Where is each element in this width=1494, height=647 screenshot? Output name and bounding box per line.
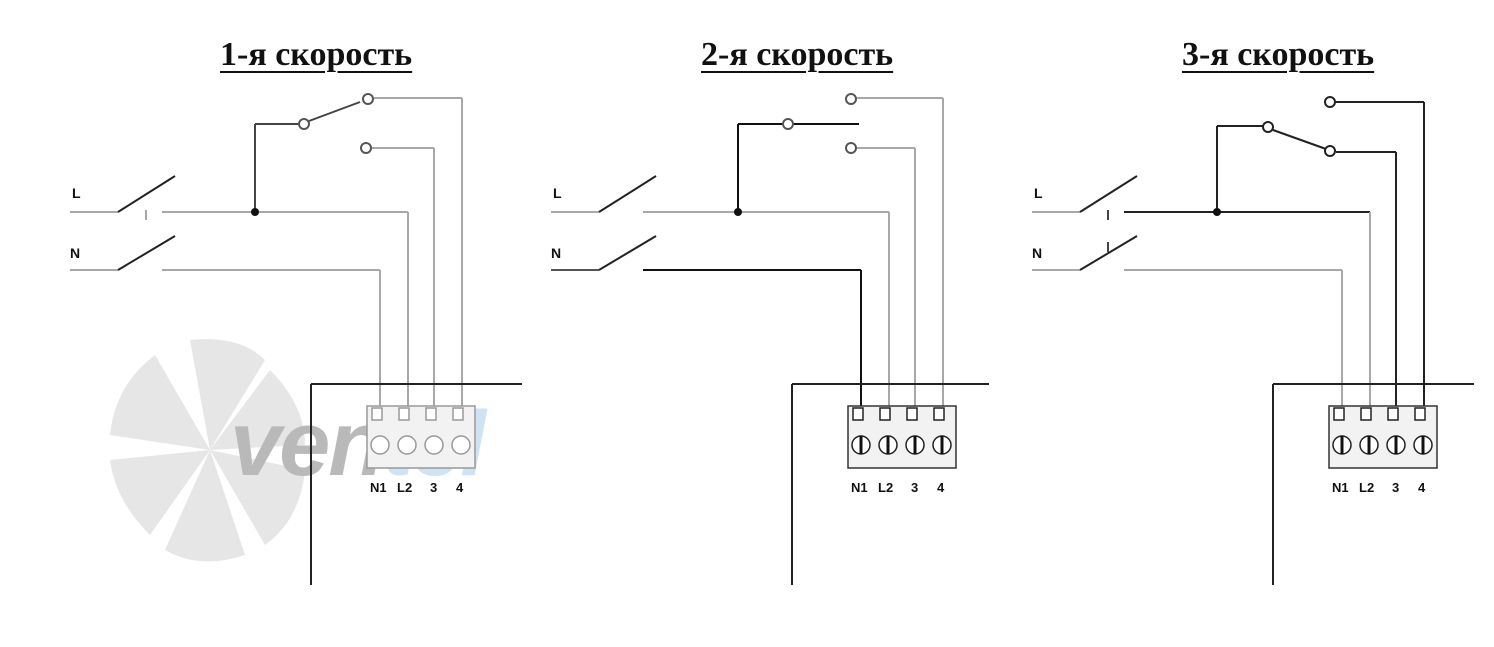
- line-switch-blade: [117, 175, 176, 213]
- label-l: L: [72, 185, 81, 201]
- panel-speed-1: 1-я скорость: [0, 0, 522, 647]
- label-l: L: [553, 185, 562, 201]
- terminal-label: 3: [430, 480, 437, 495]
- panel-speed-2: 2-я скорость L N: [481, 0, 989, 647]
- terminal-label: N1: [851, 480, 868, 495]
- terminal-label: L2: [1359, 480, 1374, 495]
- panel-speed-3: 3-я скорость L N: [962, 0, 1474, 647]
- wiring-diagram-2: L N N1 L2 3 4: [551, 93, 989, 585]
- panel-title: 2-я скорость: [701, 36, 894, 73]
- terminal-label: 4: [1418, 480, 1426, 495]
- junction-dot: [251, 208, 259, 216]
- label-n: N: [551, 245, 561, 261]
- terminal-label: 3: [911, 480, 918, 495]
- terminal-label: L2: [397, 480, 412, 495]
- terminal-label: L2: [878, 480, 893, 495]
- selector-blade: [308, 101, 361, 122]
- wiring-diagram-1: L N N1 L2 3 4: [70, 93, 522, 585]
- label-n: N: [1032, 245, 1042, 261]
- selector-blade: [1272, 129, 1327, 150]
- terminal-block: [366, 405, 476, 469]
- terminal-label: 3: [1392, 480, 1399, 495]
- terminal-label: N1: [1332, 480, 1349, 495]
- label-l: L: [1034, 185, 1043, 201]
- panel-title: 1-я скорость: [220, 36, 413, 73]
- wiring-diagram-3: L N N1 L2 3 4: [1032, 96, 1474, 585]
- terminal-label: N1: [370, 480, 387, 495]
- neutral-switch-blade: [117, 235, 176, 271]
- terminal-label: 4: [456, 480, 464, 495]
- panel-title: 3-я скорость: [1182, 36, 1375, 73]
- terminal-block: [1328, 405, 1438, 469]
- terminal-block: [847, 405, 957, 469]
- terminal-label: 4: [937, 480, 945, 495]
- label-n: N: [70, 245, 80, 261]
